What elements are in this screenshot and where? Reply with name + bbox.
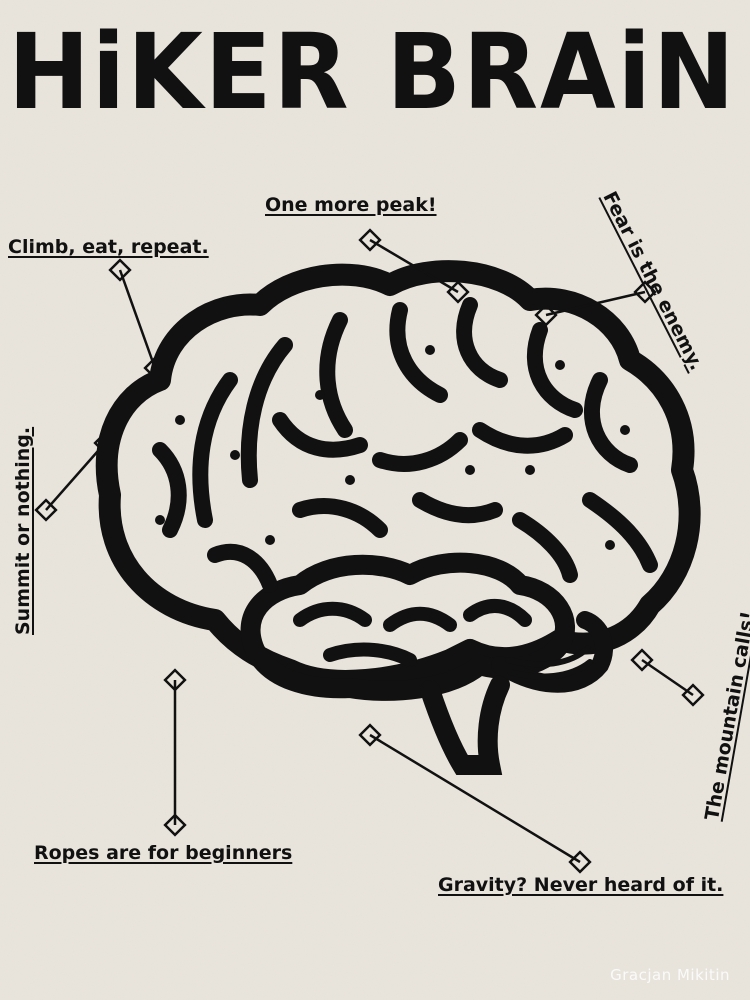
pointer-mountain bbox=[630, 648, 705, 707]
page-title: HiKER BRAiN bbox=[8, 11, 737, 133]
pointer-fear bbox=[534, 280, 657, 327]
label-climb: Climb, eat, repeat. bbox=[8, 236, 209, 258]
label-peak: One more peak! bbox=[265, 194, 437, 216]
label-ropes: Ropes are for beginners bbox=[34, 842, 293, 864]
callout-pointers bbox=[34, 228, 705, 874]
label-summit: Summit or nothing. bbox=[12, 426, 34, 635]
pointer-summit bbox=[34, 431, 117, 522]
pointer-peak bbox=[358, 228, 470, 304]
pointer-gravity bbox=[358, 723, 592, 874]
artist-credit: Gracjan Mikitin bbox=[610, 966, 730, 984]
brain-dots bbox=[155, 345, 630, 550]
label-gravity: Gravity? Never heard of it. bbox=[438, 874, 724, 896]
brain-stem bbox=[420, 611, 613, 775]
pointer-ropes bbox=[163, 668, 187, 837]
brain-outline bbox=[95, 260, 701, 701]
pointer-climb bbox=[108, 258, 167, 380]
